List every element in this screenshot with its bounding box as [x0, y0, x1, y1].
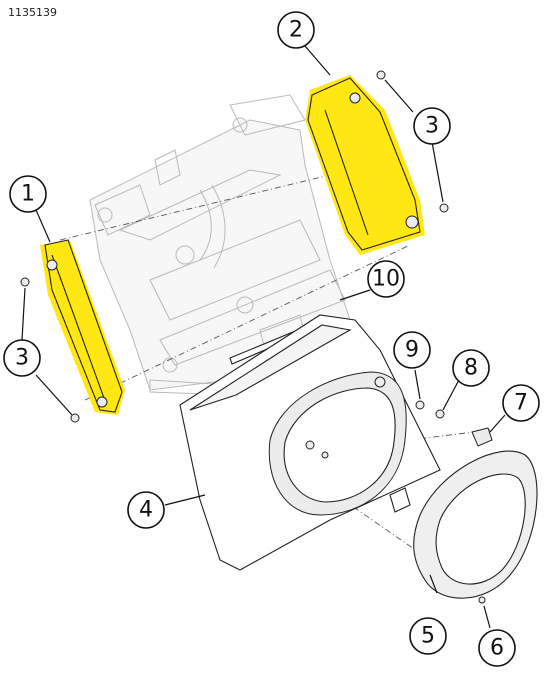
part-5-headlight-bezel [413, 450, 538, 599]
callout-7: 7 [502, 384, 540, 422]
part-2-top-mount [349, 92, 361, 104]
part-4-headlight-housing [179, 314, 441, 571]
callout-3-left: 3 [3, 339, 41, 377]
callout-9-label: 9 [405, 338, 419, 363]
callout-5: 5 [409, 617, 447, 655]
part-6-screw [478, 596, 486, 604]
callout-4-label: 4 [139, 498, 153, 523]
callout-2: 2 [277, 11, 315, 49]
callout-2-label: 2 [289, 18, 303, 43]
part-7-clip [471, 427, 493, 447]
callout-8-label: 8 [464, 356, 478, 381]
part-1-top-mount [46, 259, 58, 271]
callout-1: 1 [9, 175, 47, 213]
part-2-right-side-cover [305, 75, 425, 255]
callout-9: 9 [393, 331, 431, 369]
bolt-left-top [20, 277, 30, 287]
part-1-left-side-cover [40, 239, 125, 415]
callout-3-right-label: 3 [425, 114, 439, 139]
bolt-right-top [376, 70, 386, 80]
part-3-bolts [20, 70, 449, 423]
callout-8: 8 [452, 349, 490, 387]
bolt-right-bottom [439, 203, 449, 213]
bolt-left-bottom [70, 413, 80, 423]
callout-1-label: 1 [21, 182, 35, 207]
leader-lines [21, 45, 506, 629]
document-id: 1135139 [8, 6, 57, 19]
part-9-washer [415, 400, 425, 410]
callout-7-label: 7 [514, 391, 528, 416]
callout-10-label: 10 [372, 267, 400, 292]
callout-6-label: 6 [490, 636, 504, 661]
callout-5-label: 5 [421, 624, 435, 649]
part-2-bottom-mount [405, 215, 419, 229]
part-2-highlight [305, 75, 425, 255]
part-1-highlight [40, 240, 125, 415]
callout-3-left-label: 3 [15, 346, 29, 371]
callout-6: 6 [478, 629, 516, 667]
callout-3-right: 3 [413, 107, 451, 145]
part-1-bottom-mount [96, 396, 108, 408]
callout-10: 10 [367, 260, 405, 298]
callout-4: 4 [127, 491, 165, 529]
ghost-frame-assembly [89, 94, 351, 396]
part-8-screw [435, 409, 445, 419]
